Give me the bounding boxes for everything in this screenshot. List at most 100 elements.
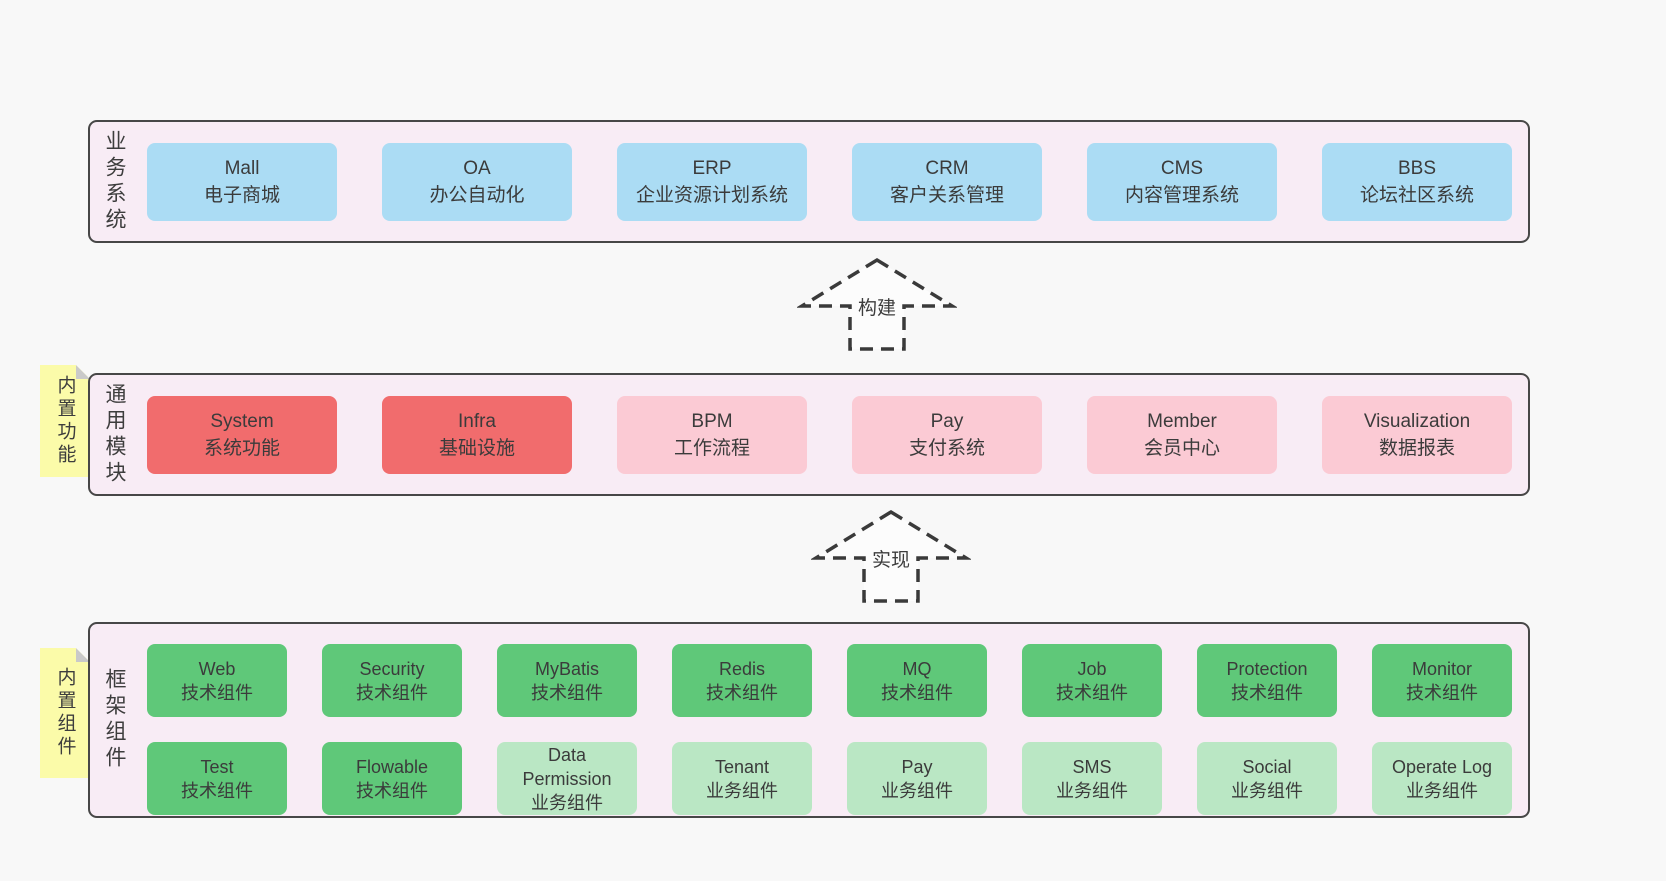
- box-subtitle: 技术组件: [531, 682, 603, 703]
- framework-components-box-sms: SMS 业务组件: [1022, 742, 1162, 815]
- business-systems-box-bbs: BBS 论坛社区系统: [1322, 142, 1512, 221]
- framework-components-box-social: Social 业务组件: [1197, 742, 1337, 815]
- box-subtitle: 办公自动化: [429, 184, 525, 206]
- framework-components-box-tenant: Tenant 业务组件: [672, 742, 812, 815]
- box-title: Infra: [457, 410, 497, 432]
- box-subtitle: 论坛社区系统: [1359, 184, 1474, 206]
- layer-title: 框架组件: [103, 668, 126, 772]
- box-title: Member: [1147, 410, 1217, 432]
- framework-components-box-web: Web 技术组件: [147, 644, 287, 717]
- box-title: Security: [359, 658, 425, 679]
- sticky-note-builtin-components: 内置组件: [40, 648, 90, 778]
- framework-components-box-redis: Redis 技术组件: [672, 644, 812, 717]
- box-title: BBS: [1397, 157, 1437, 179]
- box-title: Mall: [224, 157, 260, 179]
- box-subtitle: 业务组件: [531, 792, 603, 813]
- box-title: Social: [1242, 756, 1292, 777]
- framework-components-box-operate-log: Operate Log 业务组件: [1372, 742, 1512, 815]
- business-systems-box-crm: CRM 客户关系管理: [852, 142, 1042, 221]
- framework-components-box-test: Test 技术组件: [147, 742, 287, 815]
- business-systems-box-cms: CMS 内容管理系统: [1087, 142, 1277, 221]
- box-subtitle: 电子商城: [203, 184, 280, 206]
- framework-components-box-protection: Protection 技术组件: [1197, 644, 1337, 717]
- box-title: System: [210, 410, 274, 432]
- layer-title: 业务系统: [103, 129, 126, 234]
- box-title: CMS: [1160, 157, 1204, 179]
- framework-components-box-flowable: Flowable 技术组件: [322, 742, 462, 815]
- box-subtitle: 会员中心: [1143, 437, 1220, 459]
- framework-components-box-mq: MQ 技术组件: [847, 644, 987, 717]
- business-systems-box-oa: OA 办公自动化: [382, 142, 572, 221]
- box-subtitle: 技术组件: [1406, 682, 1478, 703]
- framework-components-box-mybatis: MyBatis 技术组件: [497, 644, 637, 717]
- business-systems-box-erp: ERP 企业资源计划系统: [617, 142, 807, 221]
- box-subtitle: 基础设施: [438, 437, 515, 459]
- box-subtitle: 客户关系管理: [889, 184, 1004, 206]
- box-subtitle: 技术组件: [881, 682, 953, 703]
- framework-components-box-monitor: Monitor 技术组件: [1372, 644, 1512, 717]
- box-title: Monitor: [1411, 658, 1473, 679]
- framework-components-box-data-permission: Data Permission 业务组件: [497, 742, 637, 815]
- box-title: MyBatis: [534, 658, 599, 679]
- box-title: Operate Log: [1391, 756, 1493, 777]
- box-subtitle: 业务组件: [1406, 780, 1478, 801]
- sticky-note-label: 内置组件: [54, 667, 76, 759]
- box-title: Flowable: [355, 756, 429, 777]
- sticky-note-label: 内置功能: [54, 375, 76, 467]
- box-subtitle: 业务组件: [1056, 780, 1128, 801]
- box-title: BPM: [691, 410, 733, 432]
- box-subtitle: 数据报表: [1378, 437, 1455, 459]
- box-subtitle: 技术组件: [1056, 682, 1128, 703]
- framework-components-box-security: Security 技术组件: [322, 644, 462, 717]
- box-subtitle: 技术组件: [181, 682, 253, 703]
- box-title: ERP: [692, 157, 732, 179]
- box-title: Pay: [901, 756, 933, 777]
- box-subtitle: 业务组件: [881, 780, 953, 801]
- business-systems-box-mall: Mall 电子商城: [147, 142, 337, 221]
- sticky-note-builtin-functions: 内置功能: [40, 365, 90, 477]
- common-modules-box-infra: Infra 基础设施: [382, 395, 572, 474]
- box-title: Pay: [930, 410, 964, 432]
- arrow-build: 构建: [797, 257, 957, 353]
- box-title: Tenant: [714, 756, 770, 777]
- box-title: Job: [1077, 658, 1107, 679]
- arrow-implement: 实现: [811, 509, 971, 605]
- box-subtitle: 内容管理系统: [1124, 184, 1239, 206]
- common-modules-box-bpm: BPM 工作流程: [617, 395, 807, 474]
- box-subtitle: 工作流程: [673, 437, 750, 459]
- arrow-label: 实现: [868, 545, 914, 572]
- arrow-label: 构建: [854, 293, 900, 320]
- box-title: Visualization: [1363, 410, 1471, 432]
- framework-components-box-job: Job 技术组件: [1022, 644, 1162, 717]
- box-title: SMS: [1072, 756, 1112, 777]
- box-subtitle: 业务组件: [706, 780, 778, 801]
- layer-business-systems: 业务系统 Mall 电子商城 OA 办公自动化 ERP 企业资源计划系统 CRM 客户关系管理…: [88, 120, 1530, 243]
- box-subtitle: 业务组件: [1231, 780, 1303, 801]
- box-title: Protection: [1226, 658, 1308, 679]
- box-subtitle: 技术组件: [181, 780, 253, 801]
- box-subtitle: 技术组件: [356, 780, 428, 801]
- box-title: Data Permission: [522, 744, 612, 789]
- box-subtitle: 技术组件: [356, 682, 428, 703]
- box-title: OA: [463, 157, 491, 179]
- box-subtitle: 技术组件: [706, 682, 778, 703]
- box-subtitle: 企业资源计划系统: [635, 184, 788, 206]
- box-title: Test: [200, 756, 234, 777]
- box-subtitle: 支付系统: [908, 437, 985, 459]
- business-systems-row: Mall 电子商城 OA 办公自动化 ERP 企业资源计划系统 CRM 客户关系管理 CMS 内容…: [147, 142, 1512, 221]
- common-modules-box-visualization: Visualization 数据报表: [1322, 395, 1512, 474]
- framework-components-box-pay: Pay 业务组件: [847, 742, 987, 815]
- layer-title: 通用模块: [103, 382, 126, 487]
- box-title: CRM: [925, 157, 969, 179]
- box-subtitle: 技术组件: [1231, 682, 1303, 703]
- box-title: Web: [198, 658, 236, 679]
- box-title: MQ: [902, 658, 932, 679]
- box-title: Redis: [718, 658, 766, 679]
